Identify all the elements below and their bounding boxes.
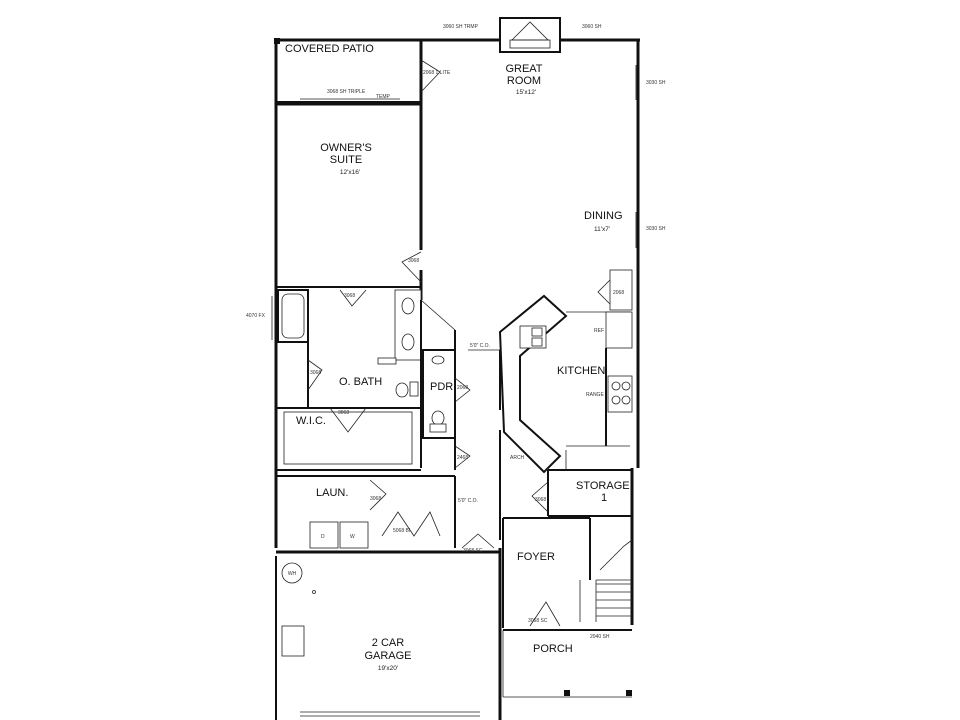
hallway: 5'0" C.O. ARCH — [454, 330, 525, 540]
laundry-label: LAUN. — [316, 487, 348, 499]
fridge-note: REF — [594, 328, 604, 334]
door-pdr-note: 2068 — [457, 385, 468, 391]
top-left-window-note: 3060 SH TRMP — [443, 24, 479, 30]
bifold-note: 5068 BI — [393, 528, 410, 534]
door-2468-note: 2468 — [457, 455, 468, 461]
patio-door-note: 3068 SH TRIPLE — [327, 89, 366, 95]
dining-dim: 11'x7' — [594, 226, 610, 233]
pantry-note: 2068 — [613, 290, 624, 296]
foyer-label: FOYER — [517, 551, 555, 563]
garage-door-note: 3068 SC — [463, 548, 483, 554]
pdr-label: PDR — [430, 381, 453, 393]
range-note: RANGE — [586, 392, 604, 398]
covered-patio: COVERED PATIO 3068 SH TRIPLE TEMP — [274, 38, 421, 103]
storage: STORAGE 1 3068 — [531, 469, 632, 517]
top-right-window-note: 3060 SH — [582, 24, 602, 30]
owners-suite-label-2: SUITE — [330, 154, 362, 166]
front-door-note: 3068 SC — [528, 618, 548, 624]
walk-in-closet: 3068 W.I.C. — [276, 407, 421, 471]
great-room-dim: 15'x12' — [516, 89, 536, 96]
left-window-note: 4070 FX — [246, 313, 266, 319]
owners-bath: 3068 3068 O. BATH — [277, 289, 456, 468]
porch-window-note: 2040 SH — [590, 634, 610, 640]
kitchen-label: KITCHEN — [557, 365, 605, 377]
door-laundry-note: 3068 — [370, 496, 381, 502]
garage-dim: 19'x20' — [378, 665, 398, 672]
cased-opening-note-1: 5'0" C.O. — [470, 343, 490, 349]
great-room: GREAT ROOM 15'x12' 3060 SH TRMP 3060 SH … — [419, 24, 666, 300]
laundry: D W LAUN. 3068 5068 BI 3068 SC — [276, 475, 495, 554]
powder-room: PDR 2068 5'0" C.O. 2468 — [422, 343, 500, 470]
great-room-label-1: GREAT — [505, 63, 542, 75]
dryer-note: D — [321, 534, 325, 540]
dining-label: DINING — [584, 210, 623, 222]
cased-opening-note-2: 5'0" C.O. — [458, 498, 478, 504]
storage-label-2: 1 — [601, 492, 607, 504]
wic-label: W.I.C. — [296, 415, 326, 427]
right-window-note-1: 3030 SH — [646, 80, 666, 86]
storage-label-1: STORAGE — [576, 480, 630, 492]
porch-label: PORCH — [533, 643, 573, 655]
temp-note: TEMP — [376, 94, 391, 100]
covered-patio-label: COVERED PATIO — [285, 43, 374, 55]
fireplace — [499, 17, 561, 53]
o-bath-label: O. BATH — [339, 376, 382, 388]
foyer: FOYER 3068 SC 2040 SH — [502, 517, 633, 640]
garage: WH 2 CAR GARAGE 19'x20' — [281, 562, 480, 717]
door-1lite-note: 2068 1 LITE — [423, 70, 451, 76]
owners-suite: OWNER'S SUITE 12'x16' 3068 4070 FX — [246, 102, 422, 340]
arch-note: ARCH — [510, 455, 525, 461]
door-bath-note: 3068 — [344, 293, 355, 299]
door-obath-side-note: 3068 — [310, 370, 321, 376]
great-room-label-2: ROOM — [507, 75, 541, 87]
kitchen: REF RANGE 2068 KITCHEN — [498, 269, 633, 474]
right-window-note-2: 3030 SH — [646, 226, 666, 232]
door-wic-note: 3068 — [338, 410, 349, 416]
owners-suite-label-1: OWNER'S — [320, 142, 372, 154]
water-heater-note: WH — [288, 571, 297, 577]
exterior-walls — [274, 38, 640, 720]
owners-suite-dim: 12'x16' — [340, 169, 360, 176]
storage-door-note: 3068 — [535, 497, 546, 503]
washer-note: W — [350, 534, 355, 540]
door-owner-note: 3068 — [408, 258, 419, 264]
garage-label-2: GARAGE — [364, 650, 411, 662]
garage-label-1: 2 CAR — [372, 637, 404, 649]
porch: PORCH — [502, 629, 632, 698]
